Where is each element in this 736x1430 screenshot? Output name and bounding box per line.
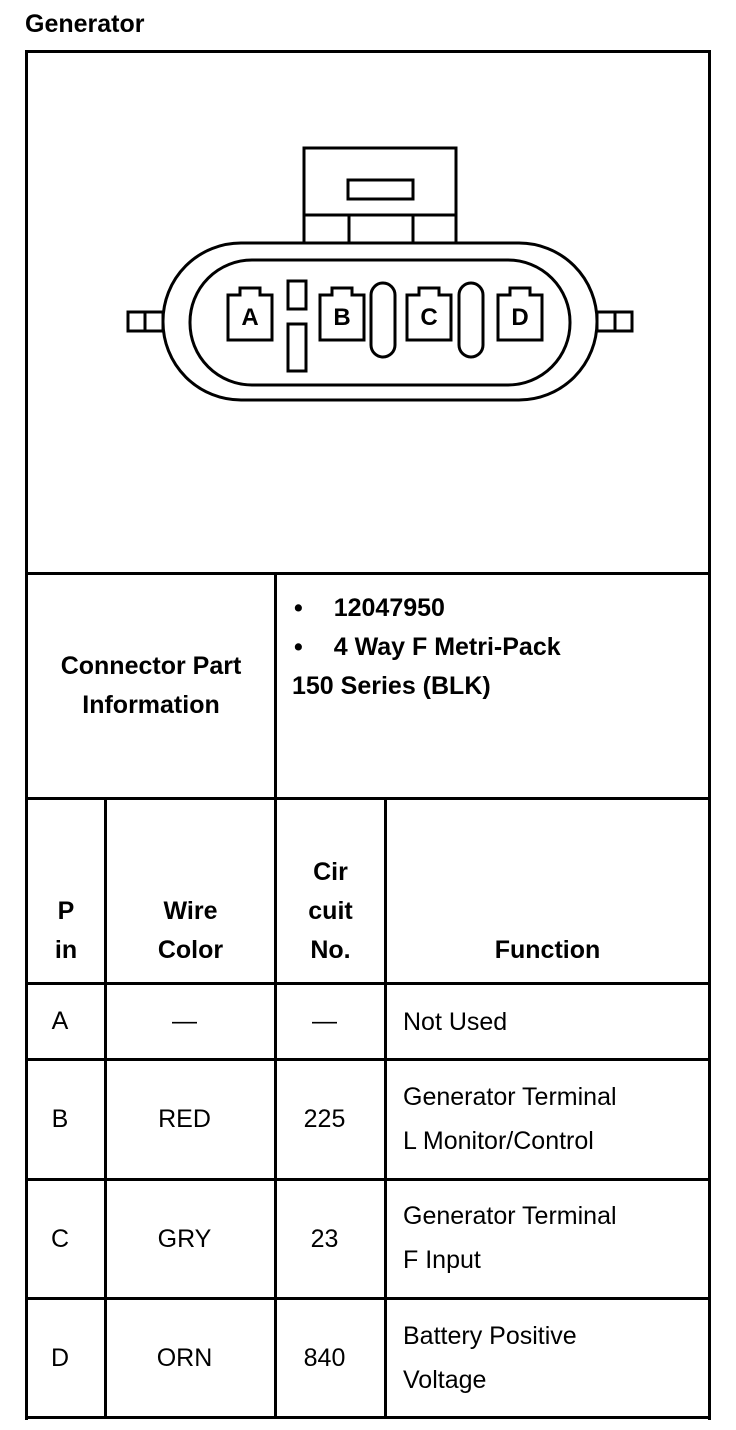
- separator-2: [457, 281, 485, 359]
- row-d-circuit: 840: [303, 1343, 346, 1372]
- row-b-function: Generator Terminal L Monitor/Control: [403, 1083, 617, 1155]
- divider-row-c: [25, 1297, 711, 1300]
- info-label-line2: Information: [82, 691, 220, 719]
- frame-top: [25, 50, 711, 53]
- terminal-d-icon: [496, 286, 544, 342]
- pin-label-d: D: [511, 304, 528, 331]
- row-a-pin: A: [51, 1007, 69, 1035]
- connector-diagram: A B C D: [126, 146, 634, 402]
- row-c-function: Generator Terminal F Input: [403, 1202, 617, 1274]
- row-b-circuit: 225: [303, 1105, 346, 1133]
- row-a-circuit: —: [312, 1007, 337, 1035]
- header-function: Function: [494, 936, 601, 964]
- col-divider-circuit: [384, 797, 387, 1419]
- row-d-pin: D: [50, 1343, 70, 1372]
- key-tall: [286, 322, 308, 373]
- row-d-color: ORN: [156, 1343, 213, 1372]
- info-label-line1: Connector Part: [60, 652, 242, 680]
- row-a-function: Not Used: [403, 1008, 508, 1036]
- row-c-color: GRY: [157, 1224, 212, 1253]
- row-d-function: Battery Positive Voltage: [403, 1322, 577, 1394]
- divider-diagram: [25, 572, 711, 575]
- header-pin: P in: [54, 897, 78, 964]
- part-number: 12047950: [333, 594, 445, 622]
- bullet-icon: •: [294, 594, 303, 622]
- row-b-color: RED: [158, 1105, 211, 1133]
- frame-bottom: [25, 1416, 711, 1419]
- frame-right: [708, 50, 711, 1420]
- bullet-icon: •: [294, 633, 303, 661]
- row-b-pin: B: [51, 1105, 69, 1133]
- connector-series: 150 Series (BLK): [292, 672, 491, 700]
- divider-header: [25, 982, 711, 985]
- info-column-divider: [274, 572, 277, 800]
- info-label: Connector Part Information: [28, 575, 274, 797]
- bullet-description: • 4 Way F Metri-Pack: [294, 633, 561, 662]
- connector-housing-outer: [161, 241, 599, 402]
- header-circuit-no: Cir cuit No.: [308, 858, 353, 964]
- bullet-part-number: • 12047950: [294, 594, 445, 623]
- col-divider-color: [274, 797, 277, 1419]
- pin-label-c: C: [420, 304, 437, 331]
- connector-housing-inner: [188, 258, 572, 387]
- frame-left: [25, 50, 28, 1420]
- pin-label-a: A: [241, 304, 258, 331]
- separator-1: [369, 281, 397, 359]
- latch-slot: [346, 178, 415, 201]
- divider-row-a: [25, 1058, 711, 1061]
- header-wire-color: Wire Color: [157, 897, 224, 964]
- row-c-circuit: 23: [310, 1224, 339, 1253]
- latch-body: [302, 146, 458, 247]
- terminal-c-icon: [405, 286, 453, 342]
- page-title: Generator: [25, 10, 145, 38]
- terminal-a-icon: [226, 286, 274, 342]
- col-divider-pin: [104, 797, 107, 1419]
- divider-row-b: [25, 1178, 711, 1181]
- pin-label-b: B: [333, 304, 350, 331]
- connector-description: 4 Way F Metri-Pack: [333, 633, 561, 661]
- row-a-color: —: [172, 1007, 197, 1035]
- row-c-pin: C: [50, 1224, 70, 1253]
- divider-info: [25, 797, 711, 800]
- key-small: [286, 279, 308, 311]
- terminal-b-icon: [318, 286, 366, 342]
